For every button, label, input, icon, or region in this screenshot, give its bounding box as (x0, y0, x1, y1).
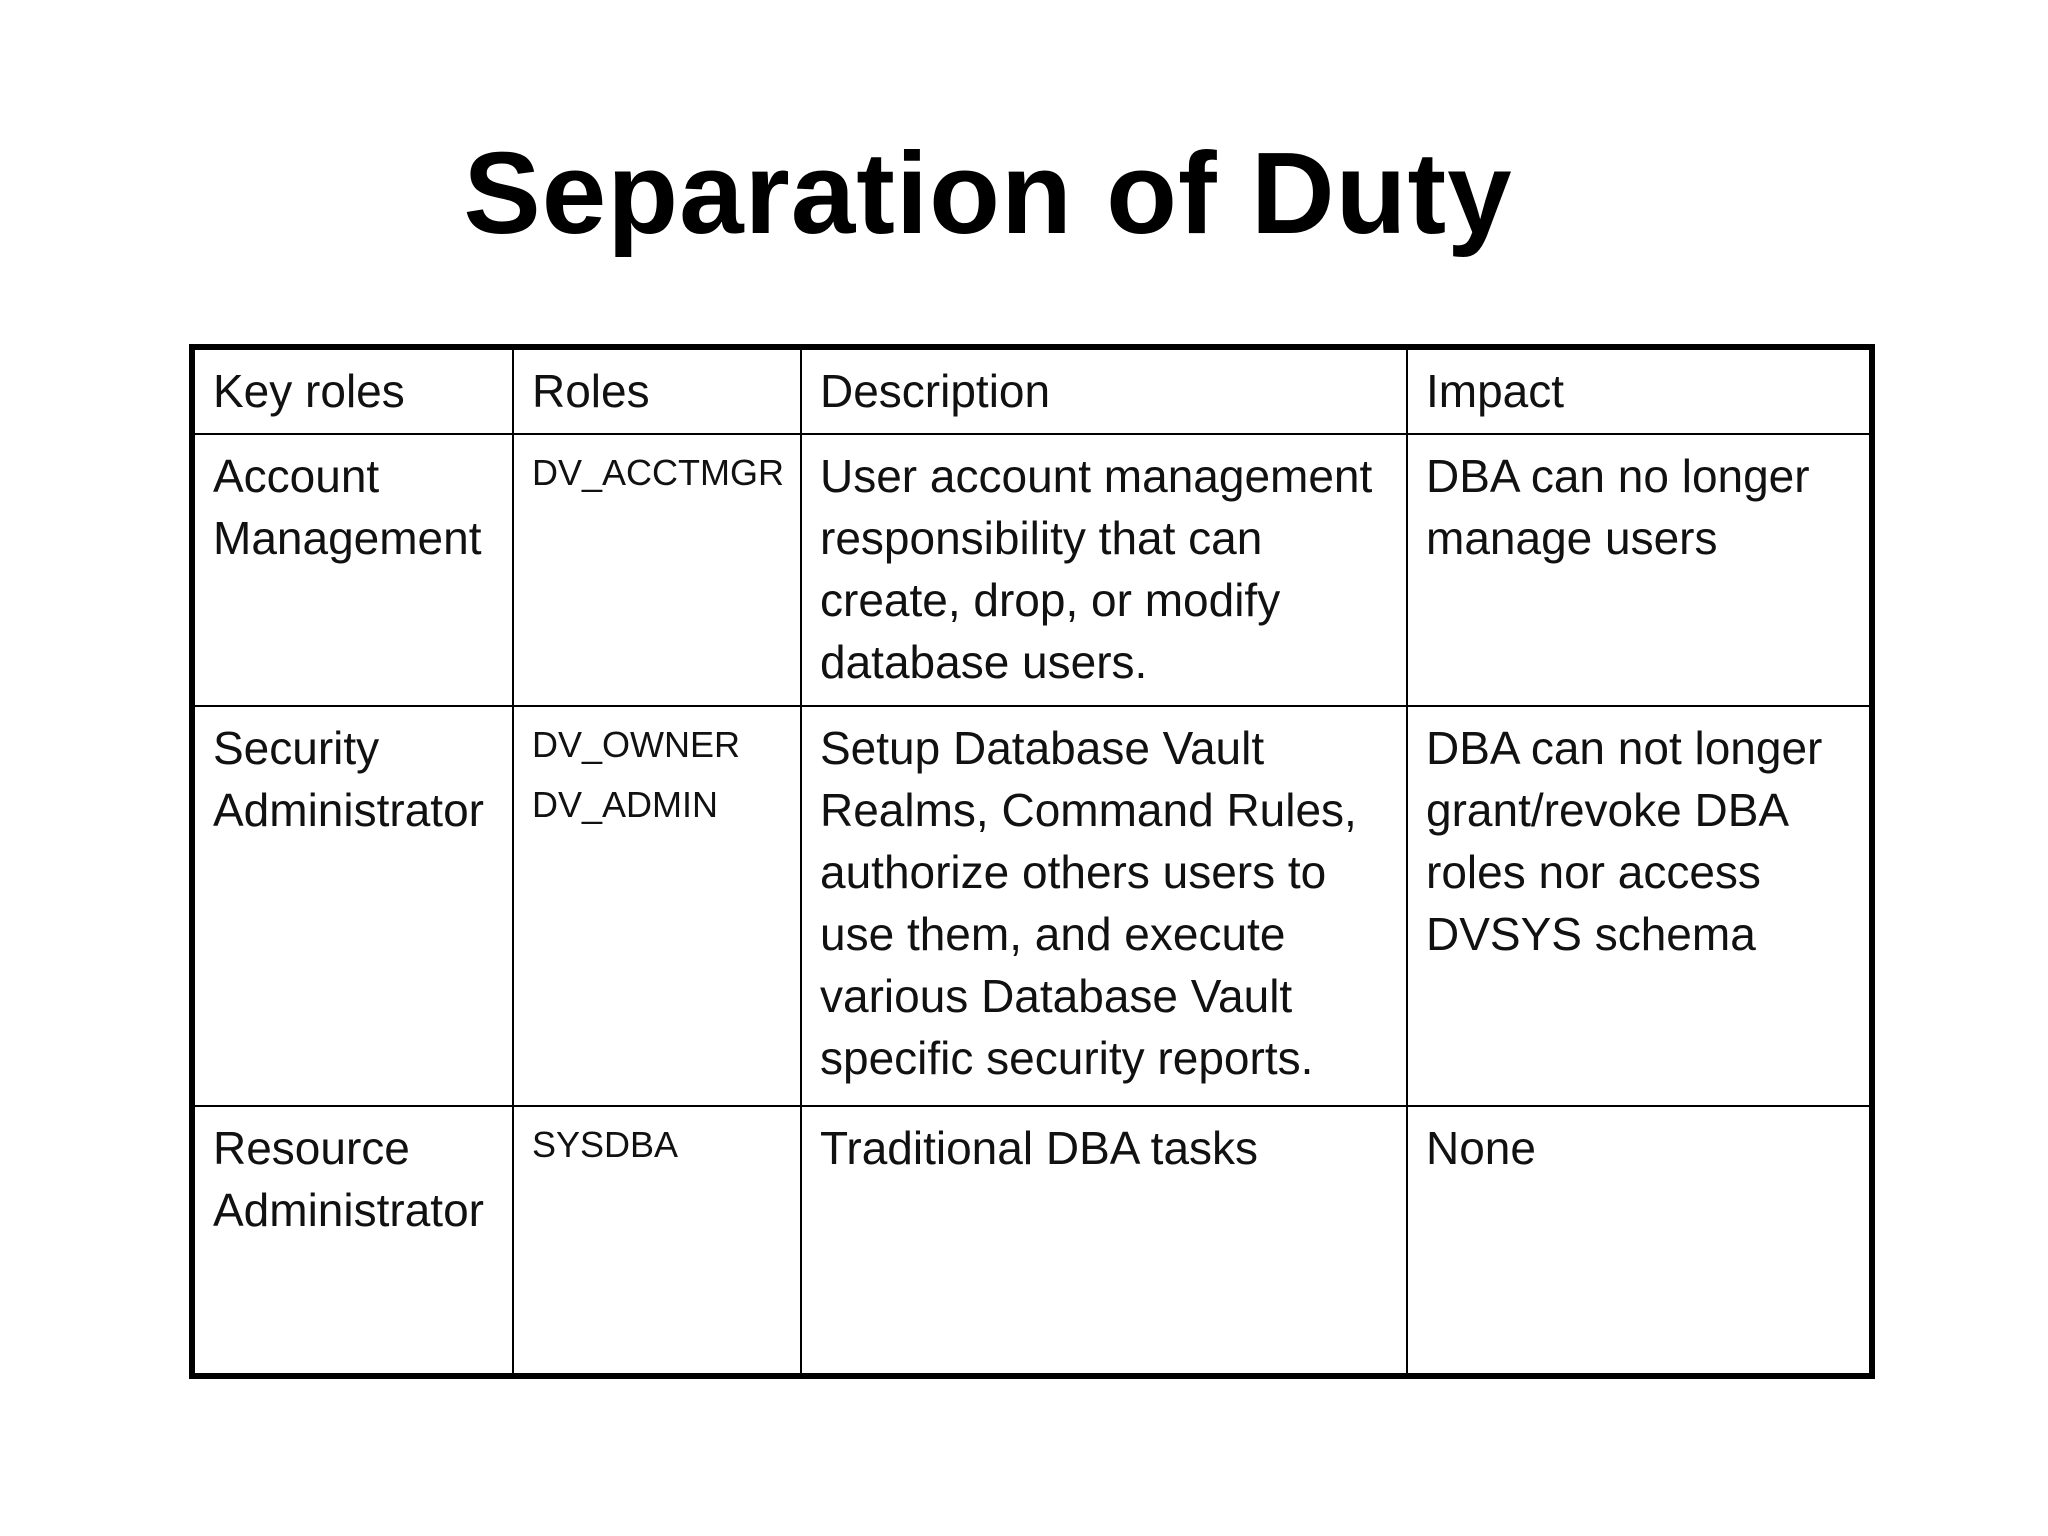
description-cell: User account management responsibility t… (800, 433, 1408, 707)
roles-cell: DV_OWNER DV_ADMIN (512, 705, 802, 1107)
description-cell: Setup Database Vault Realms, Command Rul… (800, 705, 1408, 1107)
header-roles: Roles (512, 350, 802, 435)
roles-cell: SYSDBA (512, 1105, 802, 1373)
role-code: DV_ADMIN (532, 784, 719, 825)
table-row: Account Management DV_ACCTMGR User accou… (195, 433, 1869, 707)
description-cell: Traditional DBA tasks (800, 1105, 1408, 1373)
table-row: Security Administrator DV_OWNER DV_ADMIN… (195, 705, 1869, 1107)
impact-cell: None (1406, 1105, 1869, 1373)
key-role-cell: Security Administrator (195, 705, 514, 1107)
key-role-cell: Account Management (195, 433, 514, 707)
impact-cell: DBA can no longer manage users (1406, 433, 1869, 707)
role-code: SYSDBA (532, 1124, 679, 1165)
key-role-cell: Resource Administrator (195, 1105, 514, 1373)
slide-title: Separation of Duty (463, 128, 1513, 258)
roles-table-container: Key roles Roles Description Impact Accou… (189, 344, 1875, 1379)
roles-table: Key roles Roles Description Impact Accou… (195, 350, 1869, 1373)
role-code: DV_ACCTMGR (532, 452, 785, 493)
table-row: Resource Administrator SYSDBA Traditiona… (195, 1105, 1869, 1373)
header-impact: Impact (1406, 350, 1869, 435)
role-code: DV_OWNER (532, 724, 741, 765)
table-header-row: Key roles Roles Description Impact (195, 350, 1869, 435)
roles-cell: DV_ACCTMGR (512, 433, 802, 707)
impact-cell: DBA can not longer grant/revoke DBA role… (1406, 705, 1869, 1107)
header-key-roles: Key roles (195, 350, 514, 435)
header-description: Description (800, 350, 1408, 435)
